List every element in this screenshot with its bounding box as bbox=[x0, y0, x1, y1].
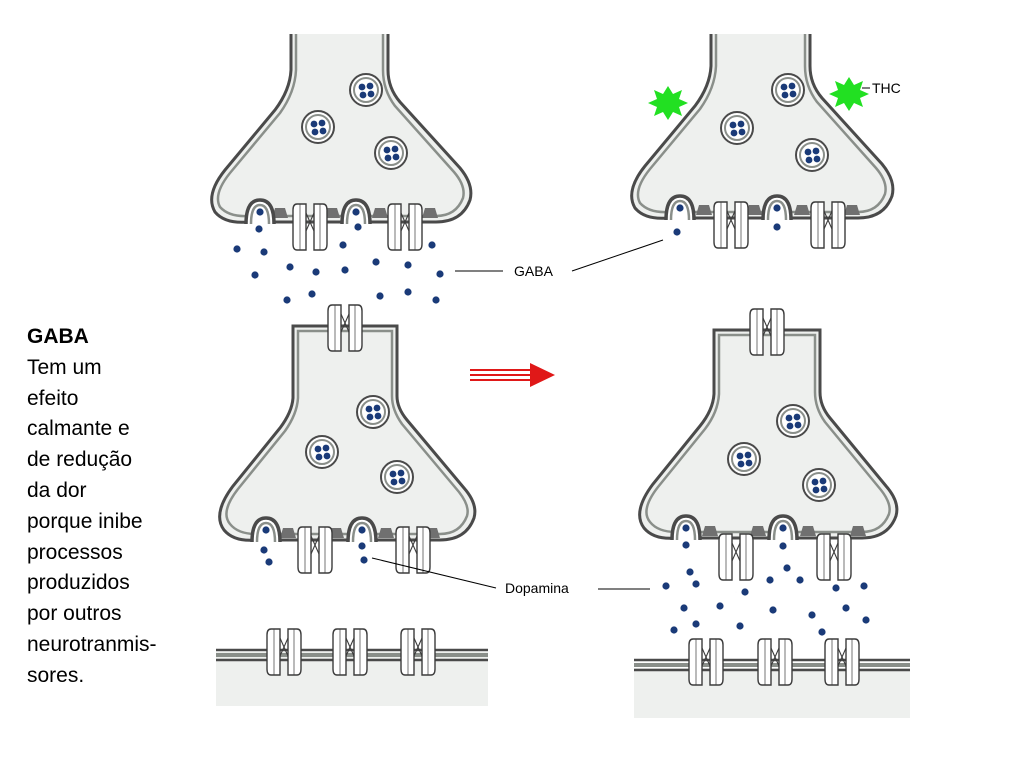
thc-molecule-right bbox=[829, 77, 869, 111]
dopamina-label: Dopamina bbox=[505, 580, 569, 596]
gaba-description-line: produzidos bbox=[27, 571, 130, 595]
thc-molecule-left bbox=[648, 86, 688, 120]
dopamine-molecules-left bbox=[260, 542, 368, 566]
gaba-description-line: efeito bbox=[27, 386, 79, 410]
dopamine-molecules-right bbox=[662, 541, 870, 636]
gaba-description: GABA Tem um efeito calmante e de redução… bbox=[27, 322, 207, 692]
terminal-mid-right bbox=[638, 308, 899, 581]
gaba-description-line: de redução bbox=[27, 448, 133, 472]
dopamina-leader-line-left bbox=[371, 557, 497, 589]
terminal-membrane bbox=[210, 34, 473, 224]
gaba-description-line: por outros bbox=[27, 602, 122, 626]
gaba-label: GABA bbox=[514, 263, 554, 279]
terminal-mid-left bbox=[218, 304, 477, 574]
terminal-top-right bbox=[630, 34, 895, 249]
postsynaptic-membrane-right bbox=[634, 638, 910, 718]
gaba-description-line: processos bbox=[27, 540, 123, 564]
gaba-molecules-right bbox=[673, 223, 781, 236]
gaba-description-line: da dor bbox=[27, 478, 87, 502]
terminal-top-left bbox=[210, 34, 473, 251]
gaba-molecules bbox=[233, 223, 444, 304]
gaba-description-line: sores. bbox=[27, 663, 85, 687]
transition-arrow bbox=[470, 363, 555, 387]
gaba-description-title: GABA bbox=[27, 325, 89, 348]
gaba-leader-line-right bbox=[571, 239, 664, 272]
gaba-description-line: neurotranmis- bbox=[27, 632, 157, 656]
gaba-description-line: porque inibe bbox=[27, 509, 143, 533]
thc-label: THC bbox=[872, 80, 901, 96]
postsynaptic-membrane-left bbox=[216, 628, 488, 706]
gaba-description-line: calmante e bbox=[27, 417, 130, 441]
gaba-description-line: Tem um bbox=[27, 355, 102, 379]
